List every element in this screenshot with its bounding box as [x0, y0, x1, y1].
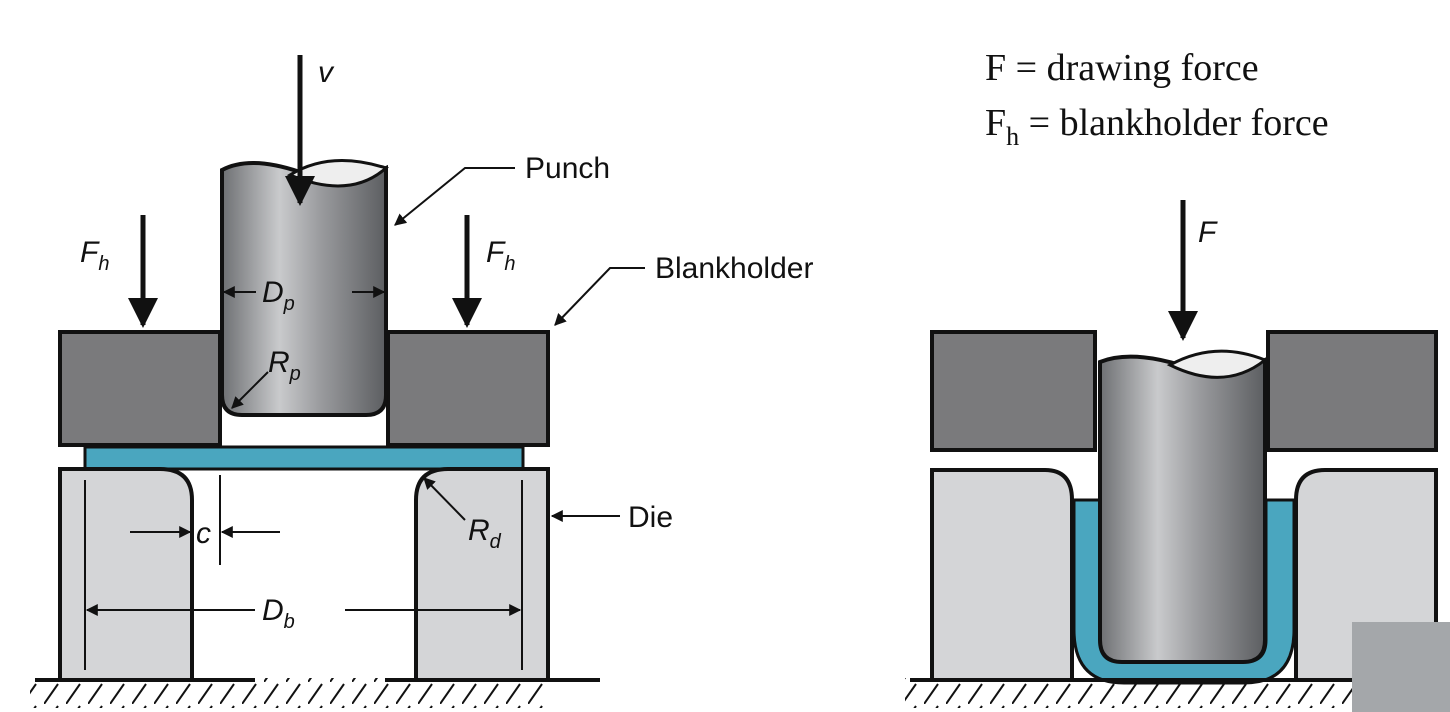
velocity-label: v: [318, 56, 335, 89]
db-label: Db: [262, 594, 295, 633]
clearance-label: c: [196, 517, 211, 550]
fh-left-label: Fh: [80, 236, 109, 275]
dp-label: Dp: [262, 276, 295, 315]
overlay-thumbnail: [1352, 622, 1450, 712]
rp-label: Rp: [268, 346, 301, 385]
fh-right-label: Fh: [486, 236, 515, 275]
drawn-setup: F F = drawing force Fh = blankholder for…: [905, 47, 1438, 708]
rd-label: Rd: [468, 514, 502, 553]
legend-line-1: F = drawing force: [985, 47, 1259, 89]
punch: [220, 161, 388, 417]
blankholder-label: Blankholder: [655, 252, 813, 285]
blankholder-right: [386, 330, 550, 447]
die-left-drawn: [930, 468, 1074, 682]
drawing-force-label: F: [1198, 216, 1218, 249]
die-right: [414, 467, 550, 682]
punch-label: Punch: [525, 152, 610, 185]
die-label: Die: [628, 501, 673, 534]
die-left: [58, 467, 194, 682]
initial-setup: v Fh Fh Punch Blankholder Dp Rp Rd Die c…: [30, 55, 813, 708]
blankholder-left: [58, 330, 222, 447]
punch-drawn: [1098, 354, 1267, 664]
legend-line-2: Fh = blankholder force: [985, 102, 1329, 151]
blank-sheet: [83, 445, 525, 471]
blankholder-right-drawn: [1266, 330, 1438, 452]
blankholder-left-drawn: [930, 330, 1097, 452]
